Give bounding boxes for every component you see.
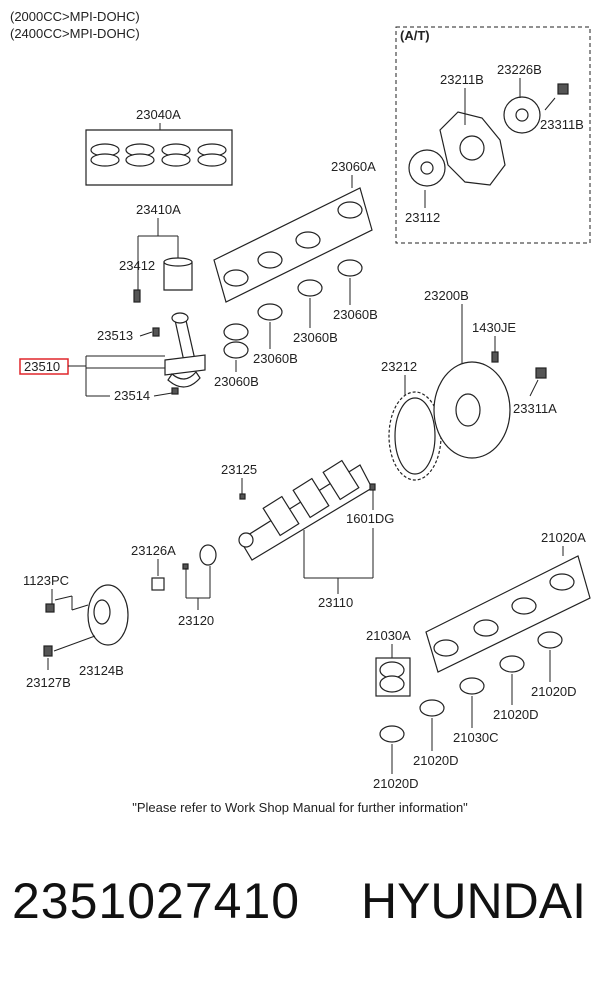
piston-ring-set — [85, 129, 233, 186]
label-23212: 23212 — [381, 359, 417, 374]
brand-name: HYUNDAI — [360, 873, 586, 929]
label-21020A: 21020A — [541, 530, 586, 545]
label-21020D-3: 21020D — [413, 753, 459, 768]
label-23311B: 23311B — [540, 117, 584, 132]
main-bearing-shells — [223, 201, 363, 359]
crank-bearing-frame — [425, 555, 591, 673]
label-23060B-1: 23060B — [333, 307, 378, 322]
crank-bearing-shells — [379, 573, 575, 743]
at-box-label: (A/T) — [400, 28, 430, 43]
label-23311A: 23311A — [513, 401, 557, 416]
label-21020D-1: 21020D — [531, 684, 577, 699]
label-23410A: 23410A — [136, 202, 181, 217]
label-21030A: 21030A — [366, 628, 411, 643]
label-23412: 23412 — [119, 258, 155, 273]
header-line-2: (2400CC>MPI-DOHC) — [10, 26, 140, 41]
label-21020D-4: 21020D — [373, 776, 419, 791]
parts-diagram: (2000CC>MPI-DOHC) (2400CC>MPI-DOHC) (A/T… — [10, 9, 591, 815]
label-23060B-4: 23060B — [214, 374, 259, 389]
connecting-rod — [152, 312, 206, 395]
label-23060A: 23060A — [331, 159, 376, 174]
ring-gear — [388, 391, 442, 481]
label-1123PC: 1123PC — [23, 573, 69, 588]
label-23226B: 23226B — [497, 62, 542, 77]
label-23060B-2: 23060B — [293, 330, 338, 345]
label-23211B: 23211B — [440, 72, 484, 87]
label-23124B: 23124B — [79, 663, 124, 678]
label-23125: 23125 — [221, 462, 257, 477]
at-box — [395, 26, 591, 244]
label-1430JE: 1430JE — [472, 320, 516, 335]
label-23513: 23513 — [97, 328, 133, 343]
crank-pulley — [87, 584, 129, 646]
label-1601DG: 1601DG — [346, 511, 394, 526]
part-number: 2351027410 — [12, 873, 301, 929]
workshop-note: "Please refer to Work Shop Manual for fu… — [132, 800, 468, 815]
piston — [133, 257, 193, 303]
label-23112: 23112 — [405, 210, 440, 225]
main-bearing-frame — [213, 187, 373, 303]
label-23120: 23120 — [178, 613, 214, 628]
label-21030C: 21030C — [453, 730, 499, 745]
label-23110: 23110 — [318, 595, 353, 610]
header-line-1: (2000CC>MPI-DOHC) — [10, 9, 140, 24]
label-23126A: 23126A — [131, 543, 176, 558]
label-23514: 23514 — [114, 388, 150, 403]
label-23510: 23510 — [24, 359, 60, 374]
label-23200B: 23200B — [424, 288, 469, 303]
drive-plate-assembly — [408, 83, 569, 187]
label-23060B-3: 23060B — [253, 351, 298, 366]
flywheel — [433, 361, 547, 459]
crank-sprocket — [182, 544, 217, 570]
label-23040A: 23040A — [136, 107, 181, 122]
label-21020D-2: 21020D — [493, 707, 539, 722]
label-23127B: 23127B — [26, 675, 71, 690]
